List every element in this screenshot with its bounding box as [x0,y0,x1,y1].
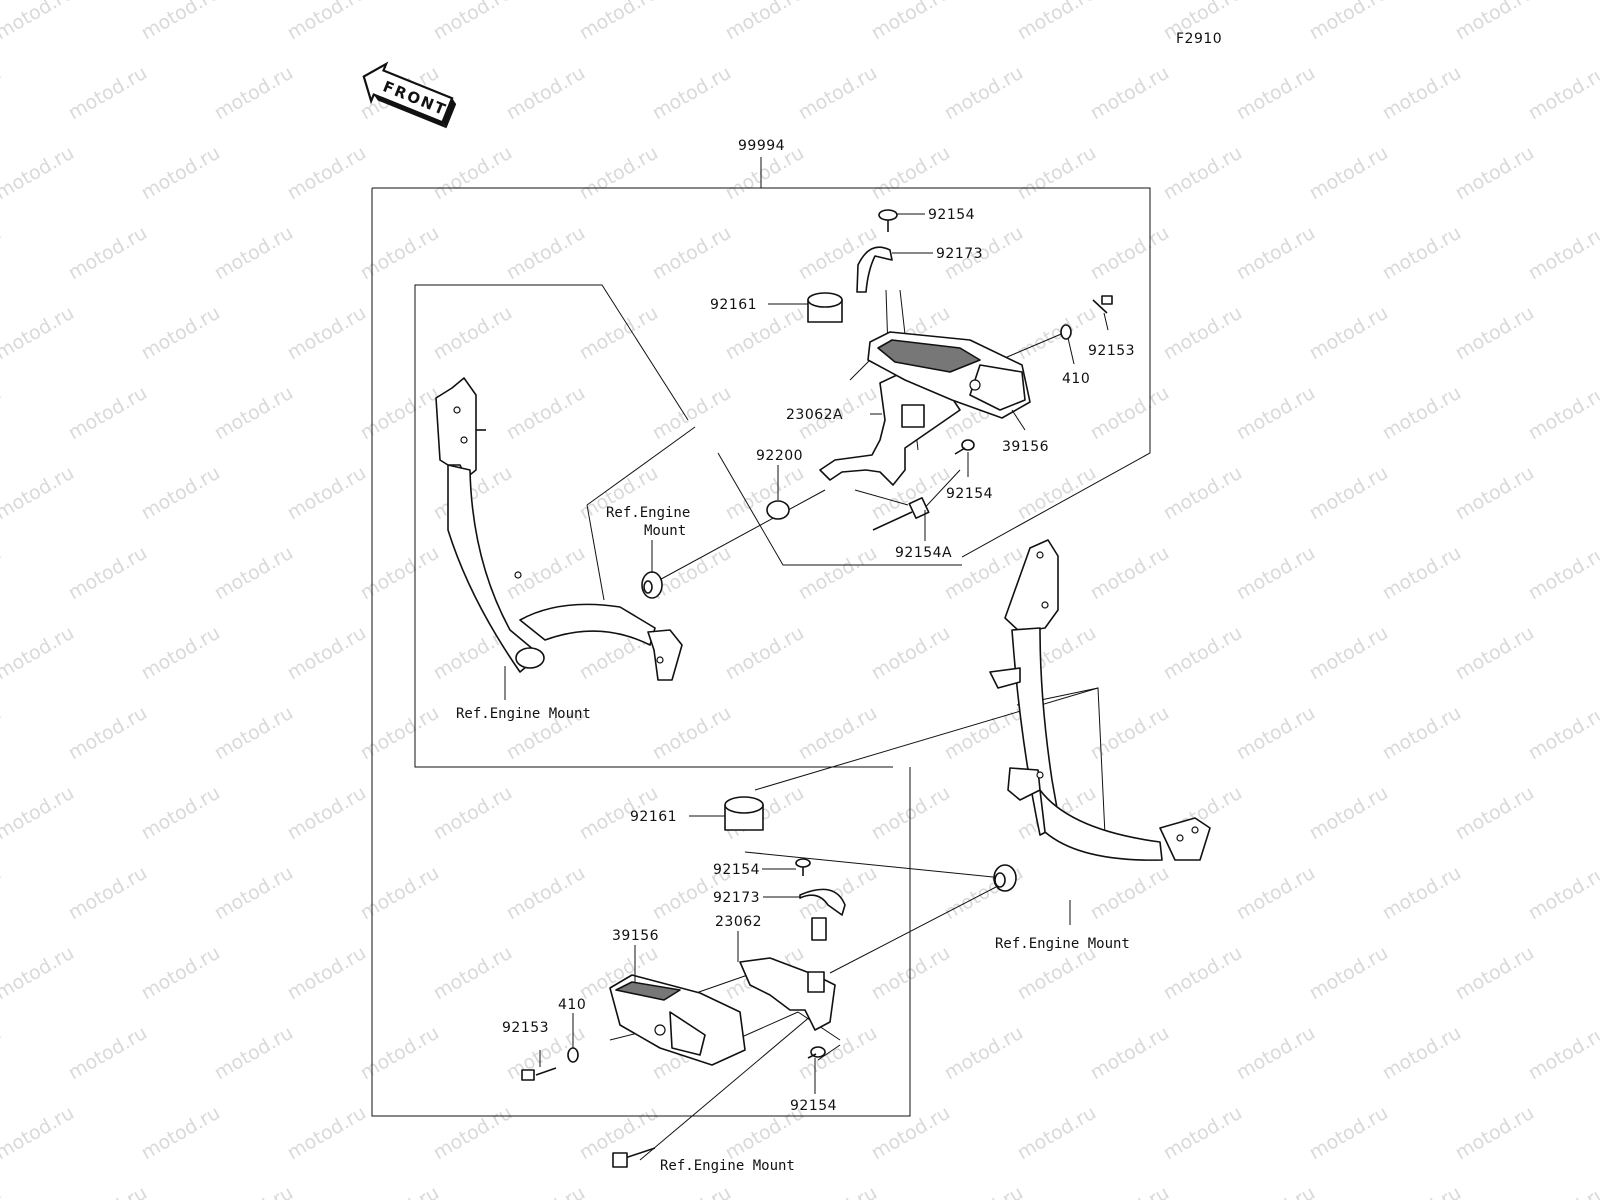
bolt-92154-mid [954,439,975,455]
part-label-92161-top: 92161 [710,297,757,313]
engine-mount-collar-top [641,571,663,599]
frame-slider-39156-right [867,331,1031,419]
part-label-92161-bottom: 92161 [630,809,677,825]
part-label-410-right: 410 [1062,371,1090,387]
ref-engine-mount-right: Ref.Engine Mount [995,936,1130,952]
ref-engine-mount-left: Ref.Engine Mount [456,706,591,722]
diagram-code: F2910 [1176,31,1222,47]
assembly-number: 99994 [738,138,785,154]
collar-92161-bottom [724,796,764,831]
engine-guard-frame-right [989,539,1211,861]
leader-lines [504,213,1109,1094]
bolt-92154-bottom [807,1046,826,1059]
frame-slider-39156-left [609,974,746,1066]
bolt-92154-lower [795,858,811,876]
clamp-92173-top [856,246,893,293]
engine-mount-bolt-bottom [612,1147,656,1168]
ref-engine-mount-top-line2: Mount [644,523,686,539]
ref-engine-mount-top-line1: Ref.Engine [606,505,690,521]
spacer-92200 [766,500,790,520]
engine-mount-collar-right [993,864,1017,892]
washer-410-right [1060,324,1072,340]
bolt-92154-top [878,209,898,232]
part-label-92173-lower: 92173 [713,890,760,906]
part-label-92153-right: 92153 [1088,343,1135,359]
part-label-23062: 23062 [715,914,762,930]
bolt-92153-left [521,1067,557,1081]
engine-guard-frame-left [435,377,683,681]
part-label-92154A: 92154A [895,545,952,561]
collar-92161-top [807,292,843,323]
upper-group-frame [414,284,962,800]
bolt-92153-right [1092,295,1113,314]
ref-engine-mount-bottom: Ref.Engine Mount [660,1158,795,1174]
part-label-92154-mid: 92154 [946,486,993,502]
part-label-92154-lower: 92154 [713,862,760,878]
bracket-23062 [739,917,836,1031]
part-label-23062A: 23062A [786,407,843,423]
washer-410-left [567,1047,579,1063]
part-label-410-left: 410 [558,997,586,1013]
part-label-92200: 92200 [756,448,803,464]
part-label-92154-bottom: 92154 [790,1098,837,1114]
bracket-23062A [819,374,961,486]
part-label-39156-right: 39156 [1002,439,1049,455]
assembly-frame [371,157,1151,1117]
part-label-92154-top: 92154 [928,207,975,223]
part-label-39156-left: 39156 [612,928,659,944]
clamp-92173-lower [799,888,846,916]
part-label-92153-left: 92153 [502,1020,549,1036]
guide-lines [586,289,1106,1161]
part-label-92173-top: 92173 [936,246,983,262]
bolt-92154A [872,496,930,531]
